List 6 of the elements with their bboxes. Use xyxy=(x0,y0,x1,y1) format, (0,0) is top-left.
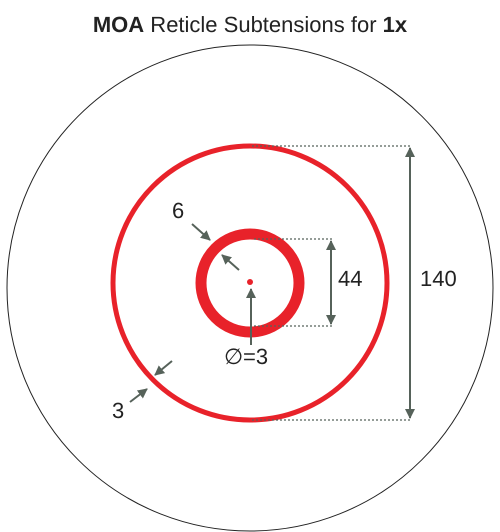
dimension-label: ∅=3 xyxy=(224,346,268,368)
dimension-label: 140 xyxy=(420,268,457,290)
title: MOA Reticle Subtensions for 1x xyxy=(92,11,408,39)
dimension-label: 3 xyxy=(112,400,124,422)
dimension-label: 6 xyxy=(172,200,184,222)
dimension-label: 44 xyxy=(338,268,362,290)
